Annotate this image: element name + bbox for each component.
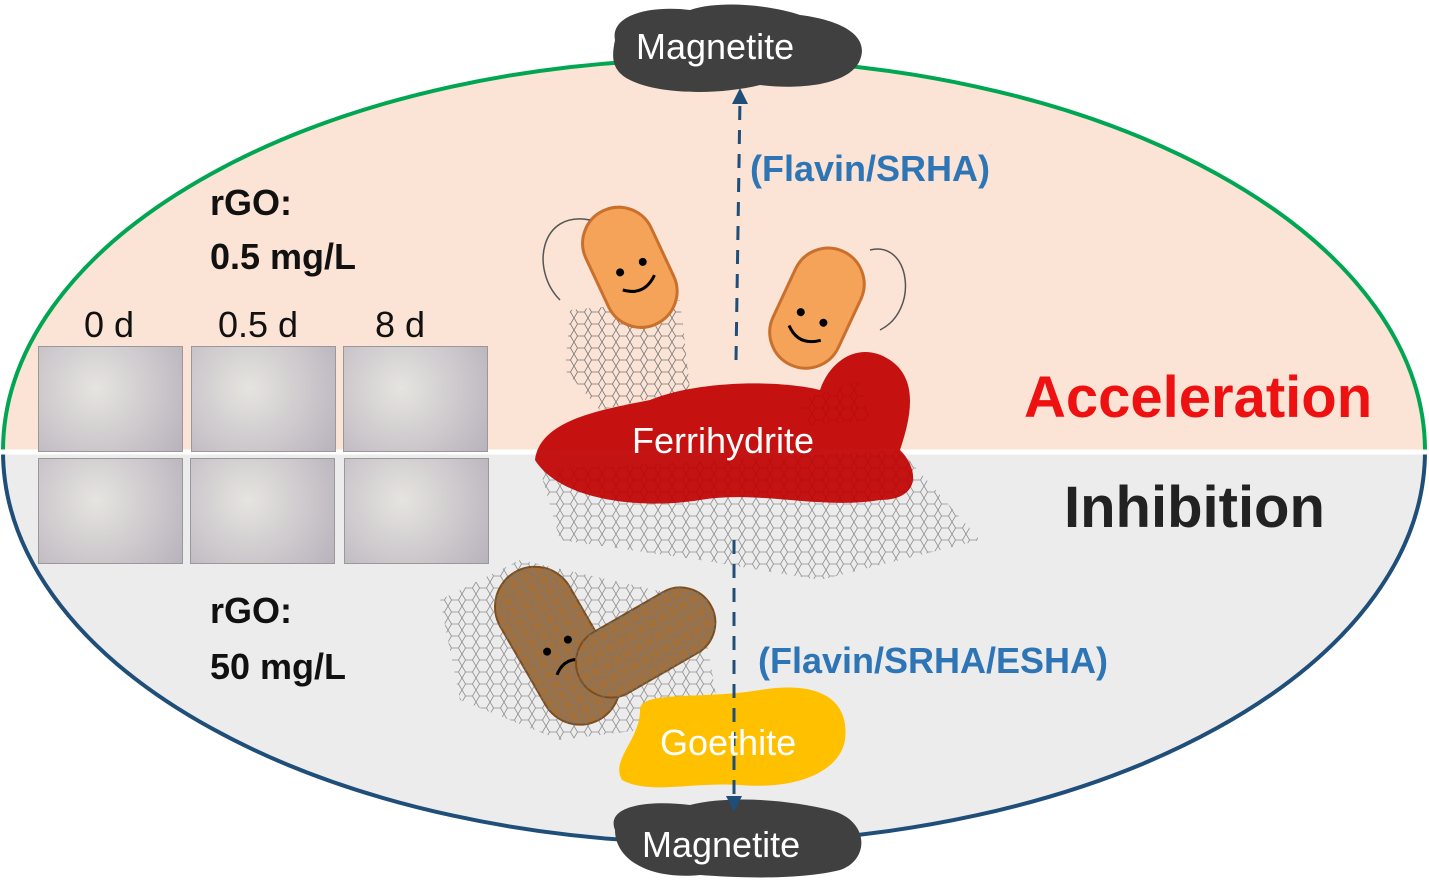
arrow-up-icon — [732, 88, 748, 361]
ferrihydrite-icon — [535, 351, 914, 504]
happy-bacterium-icon — [768, 246, 866, 370]
day-label: 0 d — [84, 304, 135, 345]
magnetite-top-icon — [613, 4, 862, 92]
micrograph — [38, 458, 183, 564]
inhibition-label: Inhibition — [1064, 475, 1325, 540]
magnetite-bottom-icon — [613, 799, 862, 878]
bottom-rgo-concentration: 50 mg/L — [210, 646, 347, 687]
ferrihydrite-label: Ferrihydrite — [632, 420, 815, 461]
micrograph — [344, 458, 489, 564]
micrograph — [38, 346, 183, 452]
acceleration-label: Acceleration — [1024, 365, 1373, 430]
micrograph — [190, 458, 335, 564]
top-rgo-label: rGO: — [210, 182, 293, 223]
arrow-down-icon — [726, 540, 742, 812]
sad-bacterium-icon — [575, 586, 717, 699]
magnetite-top-label: Magnetite — [636, 26, 795, 67]
bottom-mediators-label: (Flavin/SRHA/ESHA) — [758, 640, 1109, 681]
flagella-icon — [542, 218, 907, 331]
micrograph — [343, 346, 488, 452]
happy-bacterium-icon — [581, 205, 679, 329]
micrograph — [191, 346, 336, 452]
graphene-sheet-icon — [565, 300, 690, 410]
goethite-label: Goethite — [660, 722, 797, 763]
bottom-rgo-label: rGO: — [210, 590, 293, 631]
top-mediators-label: (Flavin/SRHA) — [750, 148, 991, 189]
magnetite-bottom-label: Magnetite — [642, 824, 801, 865]
day-label: 0.5 d — [218, 304, 299, 345]
goethite-icon — [619, 687, 846, 788]
top-rgo-concentration: 0.5 mg/L — [210, 236, 357, 277]
day-label: 8 d — [375, 304, 426, 345]
